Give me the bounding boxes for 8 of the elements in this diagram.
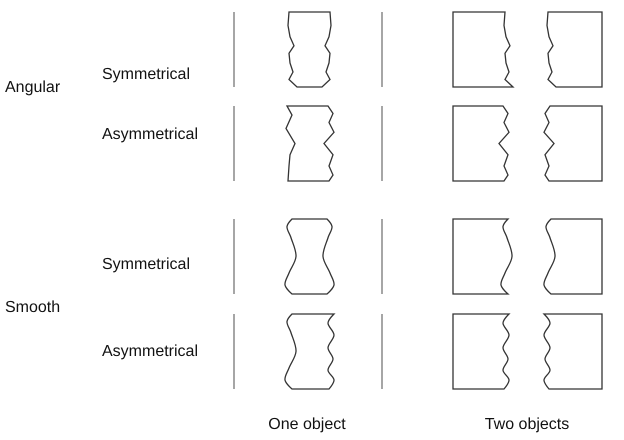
row-label: Asymmetrical xyxy=(102,125,198,145)
column-label: One object xyxy=(268,415,346,435)
row-label: Smooth xyxy=(5,298,60,318)
column-label: Two objects xyxy=(484,415,570,435)
row-label: Symmetrical xyxy=(102,255,190,275)
row-label: Angular xyxy=(5,78,60,98)
row-label: Symmetrical xyxy=(102,65,190,85)
row-label: Asymmetrical xyxy=(102,342,198,362)
